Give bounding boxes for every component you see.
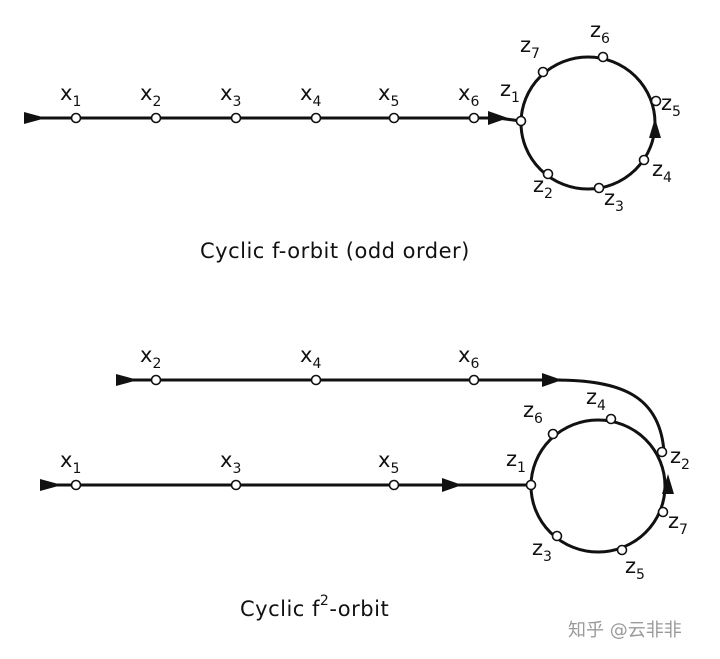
label-z2: z2 bbox=[533, 173, 553, 202]
node-x1 bbox=[70, 112, 82, 124]
node-x3 bbox=[230, 479, 242, 491]
upper-mid-arrow bbox=[542, 373, 562, 387]
lower-path-nodes bbox=[70, 479, 400, 491]
label-x4: x4 bbox=[300, 343, 321, 372]
label-x3: x3 bbox=[220, 448, 241, 477]
node-z2 bbox=[542, 168, 554, 180]
node-x3 bbox=[230, 112, 242, 124]
bottom-caption: Cyclic f2-orbit bbox=[240, 593, 389, 621]
node-z7 bbox=[657, 506, 669, 518]
label-z5: z5 bbox=[661, 91, 681, 120]
top-figure: x1 x2 x3 x4 x5 x6 z1 z2 z3 z4 z5 z6 z7 C… bbox=[24, 18, 681, 263]
lower-start-arrow bbox=[40, 479, 62, 491]
node-x6 bbox=[468, 374, 480, 386]
label-x1: x1 bbox=[60, 448, 81, 477]
top-entry-arrow bbox=[488, 111, 508, 125]
label-x6: x6 bbox=[458, 81, 479, 110]
node-z2 bbox=[656, 446, 668, 458]
node-z3 bbox=[551, 530, 563, 542]
node-z3 bbox=[593, 182, 605, 194]
top-path-labels: x1 x2 x3 x4 x5 x6 bbox=[60, 81, 479, 110]
top-cycle-labels: z1 z2 z3 z4 z5 z6 z7 bbox=[500, 18, 681, 215]
label-x4: x4 bbox=[300, 81, 321, 110]
bottom-cycle-nodes bbox=[525, 413, 669, 556]
node-x2 bbox=[150, 374, 162, 386]
node-x6 bbox=[468, 112, 480, 124]
node-x5 bbox=[388, 112, 400, 124]
label-x2: x2 bbox=[140, 81, 161, 110]
node-x4 bbox=[310, 112, 322, 124]
label-x2: x2 bbox=[140, 343, 161, 372]
label-x6: x6 bbox=[458, 343, 479, 372]
label-x3: x3 bbox=[220, 81, 241, 110]
label-z7: z7 bbox=[668, 509, 688, 538]
node-z4 bbox=[638, 154, 650, 166]
label-x1: x1 bbox=[60, 81, 81, 110]
node-x5 bbox=[388, 479, 400, 491]
label-z2: z2 bbox=[670, 444, 690, 473]
lower-path-labels: x1 x3 x5 bbox=[60, 448, 399, 477]
node-x1 bbox=[70, 479, 82, 491]
node-z5 bbox=[616, 544, 628, 556]
label-z3: z3 bbox=[532, 536, 552, 565]
label-z5: z5 bbox=[625, 554, 645, 583]
node-z4 bbox=[605, 413, 617, 425]
label-z3: z3 bbox=[604, 186, 624, 215]
upper-path-labels: x2 x4 x6 bbox=[140, 343, 479, 372]
upper-path-curve bbox=[553, 378, 666, 454]
top-cycle-nodes bbox=[515, 51, 662, 194]
watermark: 知乎 @云非非 bbox=[568, 620, 682, 641]
label-z4: z4 bbox=[586, 385, 606, 414]
label-z1: z1 bbox=[506, 447, 526, 476]
top-cycle-arrow bbox=[649, 118, 661, 138]
node-z6 bbox=[547, 428, 559, 440]
bottom-cycle-arrow bbox=[662, 474, 674, 494]
label-z6: z6 bbox=[590, 18, 610, 47]
upper-start-arrow bbox=[116, 374, 138, 386]
node-x4 bbox=[310, 374, 322, 386]
top-caption: Cyclic f-orbit (odd order) bbox=[200, 239, 470, 263]
label-z1: z1 bbox=[500, 77, 520, 106]
top-path-nodes bbox=[70, 112, 480, 124]
node-z1 bbox=[525, 479, 537, 491]
node-z1 bbox=[515, 115, 527, 127]
label-z7: z7 bbox=[520, 33, 540, 62]
label-x5: x5 bbox=[378, 448, 399, 477]
node-x2 bbox=[150, 112, 162, 124]
bottom-cycle-labels: z1 z2 z3 z4 z5 z6 z7 bbox=[506, 385, 690, 583]
node-z7 bbox=[537, 66, 549, 78]
node-z5 bbox=[650, 95, 662, 107]
upper-path-nodes bbox=[150, 374, 480, 386]
lower-entry-arrow bbox=[442, 478, 462, 492]
bottom-cycle bbox=[529, 418, 667, 554]
bottom-figure: x2 x4 x6 x1 x3 x5 z1 z2 z3 z4 z5 z6 z7 C… bbox=[40, 343, 690, 621]
label-z4: z4 bbox=[652, 157, 672, 186]
node-z6 bbox=[597, 51, 609, 63]
top-start-arrow bbox=[24, 112, 46, 124]
label-x5: x5 bbox=[378, 81, 399, 110]
label-z6: z6 bbox=[523, 398, 543, 427]
